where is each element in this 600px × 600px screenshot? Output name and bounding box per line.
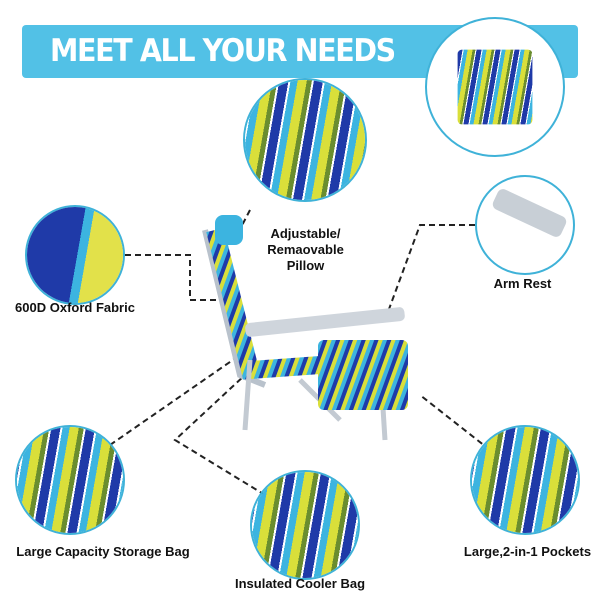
folded-chair-image [425,17,565,157]
fabric-connector [125,254,228,301]
armrest-image [475,175,575,275]
pockets-connector [419,394,491,451]
feature-label-pillow: Adjustable/ Remaovable Pillow [267,226,344,273]
beach-chair [202,215,408,441]
feature-label-armrest: Arm Rest [493,276,552,291]
banner-title: MEET ALL YOUR NEEDS [50,33,396,69]
feature-label-storage: Large Capacity Storage Bag [16,544,190,559]
pockets-image [470,425,580,535]
cooler-connector [173,374,266,496]
cooler-bag-image [250,470,360,580]
storage-connector [109,354,241,446]
fabric-image [25,205,125,305]
feature-label-fabric: 600D Oxford Fabric [15,300,135,315]
feature-label-pockets: Large,2-in-1 Pockets [463,544,592,559]
storage-bag-image [15,425,125,535]
armrest-connector [384,224,475,321]
pillow-image [243,78,367,202]
feature-label-cooler: Insulated Cooler Bag [234,576,366,591]
